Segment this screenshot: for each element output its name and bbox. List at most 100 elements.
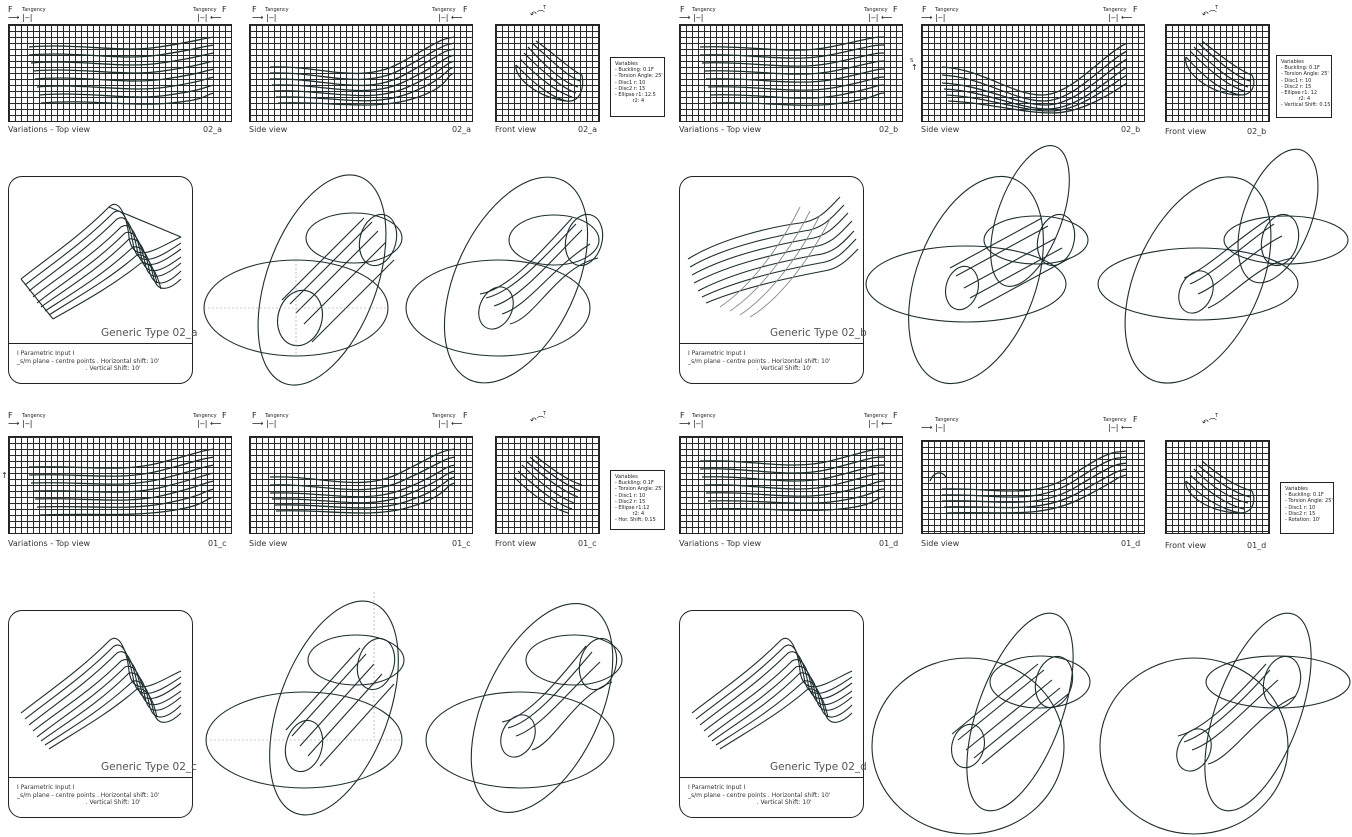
card-divider xyxy=(9,343,192,344)
top-view-code: 01_c xyxy=(208,539,227,548)
tangency-label-left: Tangency xyxy=(935,417,959,423)
tangency-label-right: Tangency xyxy=(1103,417,1127,423)
iso-ellipse-diagram-2 xyxy=(1099,612,1351,835)
tangency-label-left: Tangency xyxy=(935,7,959,13)
top-view-curves xyxy=(699,36,886,106)
iso-ellipse-diagram-2 xyxy=(425,603,623,813)
up-arrow-icon: ↑ xyxy=(1,471,8,480)
top-view-code: 02_a xyxy=(203,125,223,134)
iso-ellipse-diagram-1 xyxy=(865,145,1089,385)
force-arrow-right-icon: ⟶ |‒| xyxy=(921,423,946,432)
variables-box: Variables - Buckling: 0.1F - Torsion Ang… xyxy=(610,57,665,117)
front-view-code: 01_c xyxy=(578,539,597,548)
front-view-curves xyxy=(515,40,584,102)
top-view-caption: Variations - Top view xyxy=(679,539,762,548)
front-view-caption: Front view xyxy=(495,539,537,548)
variables-title: Variables xyxy=(615,61,638,67)
front-view-caption: Front view xyxy=(1165,127,1207,136)
variables-box: Variables - Buckling: 0.1F - Torsion Ang… xyxy=(610,470,665,530)
tangency-label-right: Tangency xyxy=(432,413,456,419)
top-view-curves xyxy=(699,448,886,512)
torsion-arrow-icon: ↶⌒ xyxy=(530,10,545,19)
side-view-code: 01_c xyxy=(452,539,471,548)
front-view-code: 01_d xyxy=(1247,541,1267,550)
force-label-right: F xyxy=(1133,415,1138,424)
force-label-right: F xyxy=(1133,5,1138,14)
side-view-grid xyxy=(249,436,473,534)
tangency-label-left: Tangency xyxy=(692,7,716,13)
tangency-label-right: Tangency xyxy=(193,7,217,13)
top-view-caption: Variations - Top view xyxy=(8,125,91,134)
torsion-arrow-icon: ↶⌒ xyxy=(530,416,545,425)
top-view-caption: Variations - Top view xyxy=(679,125,762,134)
variables-list: - Buckling: 0.1F - Torsion Angle: 25' - … xyxy=(1285,492,1333,524)
variables-box: Variables - Buckling: 0.1F - Torsion Ang… xyxy=(1276,55,1332,118)
force-arrow-left-icon: |‒| ⟵ xyxy=(1108,13,1133,22)
side-view-caption: Side view xyxy=(921,539,960,548)
tangency-label-right: Tangency xyxy=(1103,7,1127,13)
side-view-code: 01_d xyxy=(1121,539,1141,548)
generic-type-label: Generic Type 02_d xyxy=(770,761,867,773)
generic-type-label: Generic Type 02_c xyxy=(101,761,197,773)
tangency-label-left: Tangency xyxy=(265,413,289,419)
iso-ellipse-diagram-1 xyxy=(205,592,405,816)
generic-type-card: Generic Type 02_d I Parametric Input I _… xyxy=(679,610,867,818)
front-view-grid xyxy=(1165,24,1270,122)
force-label-right: F xyxy=(222,411,227,420)
force-label-left: F xyxy=(680,411,685,420)
variables-box: Variables - Buckling: 0.1F - Torsion Ang… xyxy=(1280,482,1334,534)
side-view-code: 02_b xyxy=(1121,125,1141,134)
surface-drawing xyxy=(20,638,182,750)
tangency-label-left: Tangency xyxy=(22,413,46,419)
variables-list: - Buckling: 0.1F - Torsion Angle: 25' - … xyxy=(1281,65,1331,109)
force-label-left: F xyxy=(252,411,257,420)
tangency-label-right: Tangency xyxy=(864,7,888,13)
force-arrow-left-icon: |‒| ⟵ xyxy=(1108,423,1133,432)
force-label-right: F xyxy=(893,411,898,420)
iso-ellipse-diagram-2 xyxy=(405,176,604,384)
force-arrow-right-icon: ⟶ |‒| xyxy=(8,419,33,428)
variables-title: Variables xyxy=(615,474,638,480)
top-view-grid xyxy=(8,436,232,534)
torsion-arrow-icon: ↶⌒ xyxy=(1202,418,1217,427)
generic-type-card: Generic Type 02_c I Parametric Input I _… xyxy=(8,610,197,818)
side-view-curves xyxy=(269,448,456,514)
parametric-input: I Parametric Input I _s/m plane - centre… xyxy=(17,350,160,372)
torsion-label: T xyxy=(1215,5,1219,11)
front-view-code: 02_b xyxy=(1247,127,1267,136)
up-arrow-icon: ↑ xyxy=(911,63,918,72)
card-divider xyxy=(680,343,863,344)
variables-title: Variables xyxy=(1281,59,1304,65)
force-arrow-left-icon: |‒| ⟵ xyxy=(197,13,222,22)
generic-type-card: Generic Type 02_a I Parametric Input I _… xyxy=(8,176,198,384)
iso-ellipse-diagram-1 xyxy=(871,612,1091,835)
iso-ellipse-diagram-2 xyxy=(1097,148,1349,384)
force-arrow-right-icon: ⟶ |‒| xyxy=(679,419,704,428)
side-view-curves xyxy=(941,42,1128,114)
force-label-left: F xyxy=(8,5,13,14)
front-view-curves xyxy=(513,454,583,514)
force-label-right: F xyxy=(222,5,227,14)
surface-drawing xyxy=(687,196,859,318)
force-label-right: F xyxy=(893,5,898,14)
top-view-grid xyxy=(8,24,232,122)
force-arrow-right-icon: ⟶ |‒| xyxy=(921,13,946,22)
torsion-label: T xyxy=(543,411,547,417)
side-view-caption: Side view xyxy=(921,125,960,134)
tangency-label-left: Tangency xyxy=(265,7,289,13)
side-view-caption: Side view xyxy=(249,125,288,134)
top-view-grid xyxy=(679,24,903,122)
side-view-grid xyxy=(921,440,1145,534)
parametric-input: I Parametric Input I _s/m plane - centre… xyxy=(688,350,831,372)
tangency-label-left: Tangency xyxy=(22,7,46,13)
top-view-caption: Variations - Top view xyxy=(8,539,91,548)
torsion-label: T xyxy=(543,5,547,11)
top-view-curves xyxy=(28,448,215,516)
force-arrow-right-icon: ⟶ |‒| xyxy=(252,419,277,428)
force-arrow-left-icon: |‒| ⟵ xyxy=(438,419,463,428)
force-arrow-left-icon: |‒| ⟵ xyxy=(197,419,222,428)
force-label-left: F xyxy=(680,5,685,14)
front-view-grid xyxy=(1165,440,1270,534)
surface-drawing xyxy=(20,204,182,320)
front-view-curves xyxy=(1185,40,1255,96)
